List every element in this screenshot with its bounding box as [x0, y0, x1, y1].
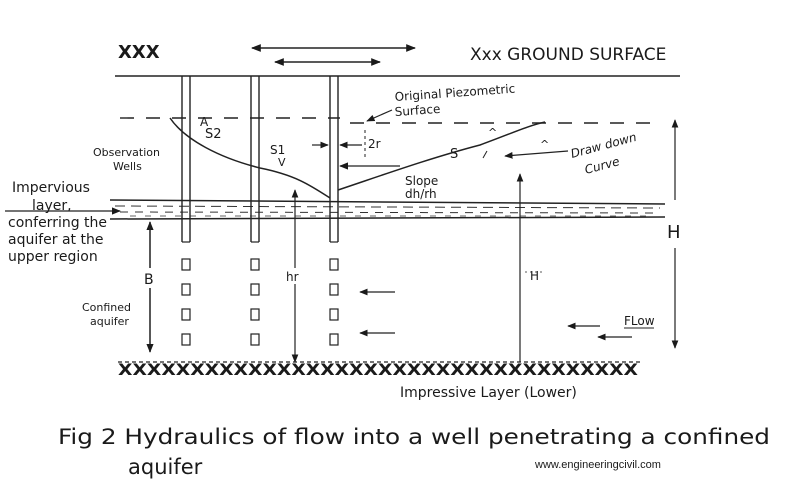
- caret-mark-2: ^: [540, 138, 549, 151]
- observation-well-2: [250, 76, 260, 346]
- impervious-upper-layer: [109, 199, 666, 220]
- flow-arrows: FLow: [359, 288, 655, 341]
- bottom-hatch: XXXXXXXXXXXXXXXXXXXXXXXXXXXXXXXXXXXX: [118, 360, 639, 379]
- label-S2: S2: [205, 127, 222, 142]
- watermark: www.engineeringcivil.com: [534, 459, 661, 471]
- radius-annotation: 2r: [312, 130, 400, 170]
- impervious-label-5: upper region: [8, 249, 98, 265]
- confined-aquifer-label-1: Confined: [82, 301, 131, 314]
- observation-wells-label-1: Observation: [93, 146, 160, 159]
- ground-surface-label: Xxx GROUND SURFACE: [470, 45, 666, 65]
- impervious-label-4: aquifer at the: [8, 232, 103, 248]
- ground-surface: XXX Xxx GROUND SURFACE: [115, 42, 680, 77]
- impervious-layer-label: Impervious layer, conferring the aquifer…: [5, 180, 121, 265]
- label-B: B: [144, 272, 154, 288]
- draw-down-label-1: Draw down: [569, 130, 638, 161]
- hr-dimension: hr: [284, 189, 304, 363]
- label-A: A: [200, 115, 209, 129]
- label-v-mark: V: [278, 156, 286, 169]
- label-H-right: H: [667, 222, 681, 243]
- aquifer-thickness-B: B: [140, 221, 160, 353]
- label-2r: 2r: [368, 137, 381, 151]
- label-S1: S1: [270, 143, 285, 157]
- ground-left-marks: XXX: [118, 42, 160, 63]
- slope-label-2: dh/rh: [405, 187, 437, 201]
- label-S: S: [450, 147, 458, 162]
- tick-mark: [482, 150, 488, 159]
- piezometric-label-1: Original Piezometric: [394, 82, 515, 104]
- draw-down-label-2: Curve: [583, 154, 621, 177]
- observation-well-1: [181, 76, 191, 346]
- pumping-well: [329, 76, 339, 346]
- impervious-label-1: Impervious: [12, 180, 90, 196]
- flow-label: FLow: [624, 314, 655, 328]
- observation-wells-label-2: Wells: [113, 160, 142, 173]
- figure-caption-line-2: aquifer: [128, 455, 203, 479]
- label-H-inner: H: [530, 269, 539, 283]
- draw-down-pointer: [504, 150, 569, 159]
- figure-caption-line-1: Fig 2 Hydraulics of flow into a well pen…: [58, 425, 770, 449]
- caret-mark-1: ^: [488, 126, 497, 139]
- slope-label-1: Slope: [405, 174, 438, 188]
- impervious-label-2: layer,: [32, 198, 72, 214]
- label-hr: hr: [286, 270, 299, 284]
- impervious-lower-layer: XXXXXXXXXXXXXXXXXXXXXXXXXXXXXXXXXXXX Imp…: [118, 360, 640, 401]
- drawdown-curve: [169, 117, 546, 199]
- impervious-label-3: conferring the: [8, 215, 107, 231]
- H-dimension: H: [516, 173, 545, 362]
- piezometric-label-2: Surface: [394, 102, 441, 119]
- piezometric-pointer: [366, 109, 393, 122]
- lower-layer-label: Impressive Layer (Lower): [400, 385, 577, 401]
- H-right-dimension: H: [667, 119, 681, 349]
- confined-aquifer-label-2: aquifer: [90, 315, 129, 328]
